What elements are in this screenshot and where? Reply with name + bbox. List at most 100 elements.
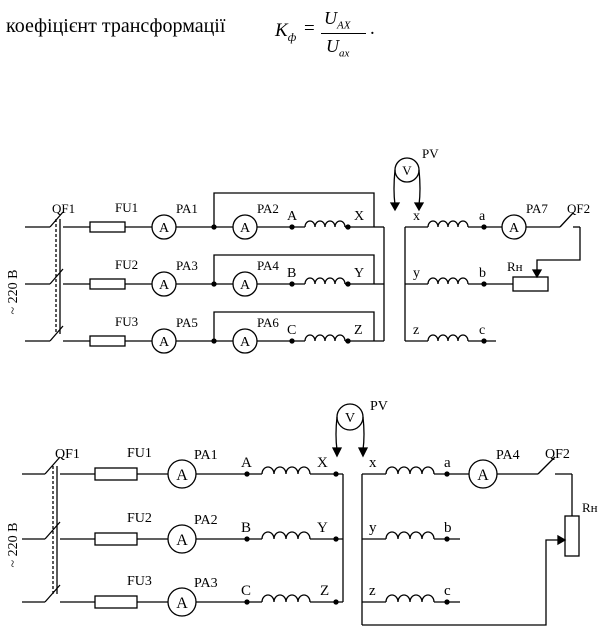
svg-text:A: A xyxy=(159,221,170,236)
secondary-winding-c xyxy=(427,334,469,342)
svg-text:V: V xyxy=(345,411,355,426)
terminal-b: b xyxy=(479,266,486,281)
pa6-label: PA6 xyxy=(257,315,279,330)
terminal-c: c xyxy=(479,323,485,338)
terminal-C: C xyxy=(287,323,296,338)
terminal-Z: Z xyxy=(354,323,363,338)
terminal-B-2: B xyxy=(241,520,251,536)
diagram-1: ~ 220 B QF1 FU1 FU2 FU3 A xyxy=(6,146,590,354)
svg-text:A: A xyxy=(509,221,520,236)
load-resistor xyxy=(512,276,549,292)
fu3-label-2: FU3 xyxy=(127,574,152,589)
ammeter-pa3: A xyxy=(151,271,177,297)
pa2-label-2: PA2 xyxy=(194,513,218,528)
qf2-label-2: QF2 xyxy=(545,447,570,462)
fu2-label: FU2 xyxy=(115,257,138,272)
terminal-B: B xyxy=(287,266,296,281)
terminal-z: z xyxy=(413,323,419,338)
primary-winding-c xyxy=(304,334,346,342)
ammeter-pa7: A xyxy=(501,214,527,240)
load-label: Rн xyxy=(507,259,523,274)
svg-text:A: A xyxy=(176,532,188,549)
fraction-denominator: Uax xyxy=(326,36,350,60)
svg-text:A: A xyxy=(240,221,251,236)
fuse-fu1 xyxy=(89,221,126,233)
fuse-fu2 xyxy=(89,278,126,290)
pa3-label: PA3 xyxy=(176,258,198,273)
k-symbol: Kф xyxy=(275,20,297,44)
supply-label-2: ~ 220 B xyxy=(6,523,21,568)
primary-winding-b xyxy=(304,277,346,285)
voltmeter-pv-2: V xyxy=(331,403,369,458)
svg-text:A: A xyxy=(159,278,170,293)
secondary-winding-b xyxy=(427,277,469,285)
pa7-label: PA7 xyxy=(526,201,548,216)
pa2-label: PA2 xyxy=(257,201,279,216)
ammeter-pa2-2: A xyxy=(167,524,197,554)
terminal-z-2: z xyxy=(369,583,376,599)
svg-text:A: A xyxy=(176,467,188,484)
terminal-a: a xyxy=(479,209,486,224)
formula-period: . xyxy=(370,18,375,39)
load-label-2: Rн xyxy=(582,500,598,515)
ammeter-pa4-2: A xyxy=(468,459,498,489)
fu1-label-2: FU1 xyxy=(127,446,152,461)
fuse-fu3 xyxy=(89,335,126,347)
pv-label: PV xyxy=(422,146,439,161)
load-resistor-2 xyxy=(564,515,580,557)
terminal-X: X xyxy=(354,209,364,224)
pa4-label: PA4 xyxy=(257,258,279,273)
terminal-A: A xyxy=(287,209,298,224)
svg-text:A: A xyxy=(240,335,251,350)
qf1-label-2: QF1 xyxy=(55,447,80,462)
terminal-X-2: X xyxy=(317,455,328,471)
primary-winding-c-2 xyxy=(261,594,311,603)
terminal-a-2: a xyxy=(444,455,451,471)
ammeter-pa2: A xyxy=(232,214,258,240)
terminal-A-2: A xyxy=(241,455,252,471)
fraction-bar xyxy=(321,33,366,34)
svg-text:A: A xyxy=(477,467,489,484)
terminal-x: x xyxy=(413,209,420,224)
primary-winding-a xyxy=(304,220,346,228)
terminal-y-2: y xyxy=(369,520,377,536)
pa5-label: PA5 xyxy=(176,315,198,330)
qf1-label: QF1 xyxy=(52,201,75,216)
fuse-fu3-2 xyxy=(94,595,138,609)
equals-sign: = xyxy=(304,18,315,39)
ammeter-pa1: A xyxy=(151,214,177,240)
secondary-winding-c-2 xyxy=(385,594,435,603)
pv-label-2: PV xyxy=(370,399,388,414)
primary-winding-b-2 xyxy=(261,531,311,540)
terminal-C-2: C xyxy=(241,583,251,599)
fuse-fu2-2 xyxy=(94,532,138,546)
svg-text:A: A xyxy=(159,335,170,350)
pa1-label: PA1 xyxy=(176,201,198,216)
ammeter-pa3-2: A xyxy=(167,587,197,617)
fuse-fu1-2 xyxy=(94,467,138,481)
secondary-winding-a xyxy=(427,220,469,228)
ammeter-pa4: A xyxy=(232,271,258,297)
pa4-label-2: PA4 xyxy=(496,448,520,463)
qf2-switch xyxy=(559,212,574,228)
primary-winding-a-2 xyxy=(261,466,311,475)
terminal-b-2: b xyxy=(444,520,452,536)
fu3-label: FU3 xyxy=(115,314,138,329)
pa3-label-2: PA3 xyxy=(194,576,218,591)
fraction-numerator: UAX xyxy=(324,8,351,32)
diagram-2: ~ 220 B QF1 FU1 FU2 FU3 A xyxy=(6,399,598,626)
qf2-label: QF2 xyxy=(567,201,590,216)
svg-text:V: V xyxy=(402,163,412,178)
terminal-Y-2: Y xyxy=(317,520,328,536)
ammeter-pa6: A xyxy=(232,328,258,354)
formula-label: коефіцієнт трансформації xyxy=(6,15,226,37)
terminal-c-2: c xyxy=(444,583,451,599)
qf1-switch-2 xyxy=(22,456,95,603)
secondary-winding-a-2 xyxy=(385,466,435,475)
voltmeter-pv: V xyxy=(389,157,425,212)
svg-text:A: A xyxy=(240,278,251,293)
terminal-x-2: x xyxy=(369,455,377,471)
fu2-label-2: FU2 xyxy=(127,511,152,526)
terminal-Z-2: Z xyxy=(320,583,329,599)
qf2-switch-2 xyxy=(537,456,556,475)
